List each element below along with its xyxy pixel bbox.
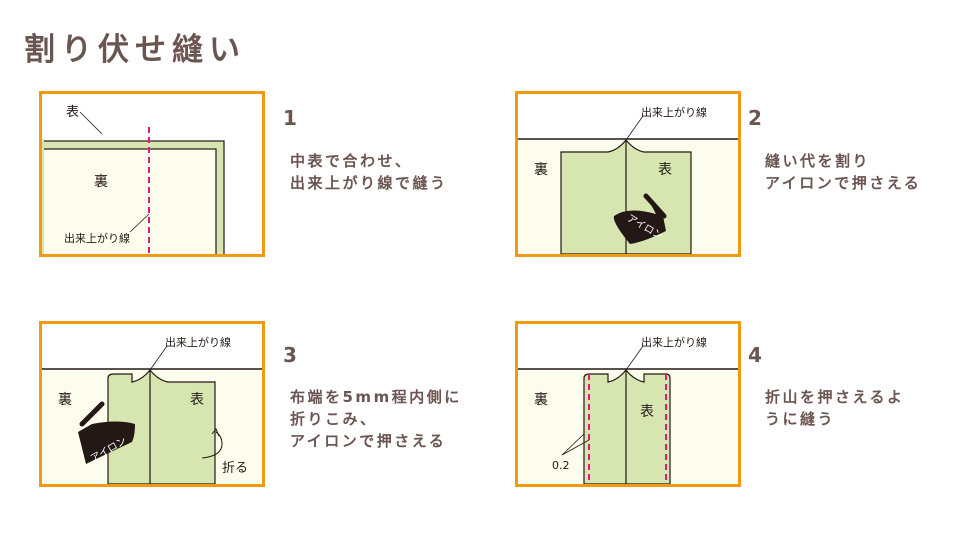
back-label: 裏 xyxy=(94,173,108,190)
back-label: 裏 xyxy=(58,391,72,408)
fold-label: 折る xyxy=(222,461,248,476)
step-1-text: 中表で合わせ、 出来上がり線で縫う xyxy=(290,152,448,192)
step-2-text: 縫い代を割り アイロンで押さえる xyxy=(765,152,922,192)
back-label: 裏 xyxy=(534,161,548,178)
step-1-diagram: 表 裏 出来上がり線 xyxy=(39,91,265,257)
seamline-label: 出来上がり線 xyxy=(165,335,231,349)
front-label: 表 xyxy=(66,105,79,120)
step-4-number: 4 xyxy=(748,343,762,367)
back-label: 裏 xyxy=(534,391,548,408)
front-label: 表 xyxy=(640,404,654,420)
step-4-text: 折山を押さえるよ うに縫う xyxy=(765,388,905,428)
page-title: 割り伏せ縫い xyxy=(24,32,246,68)
seamline-label: 出来上がり線 xyxy=(641,335,707,349)
seamline-label: 出来上がり線 xyxy=(64,231,130,245)
front-label: 表 xyxy=(658,162,672,178)
step-3-diagram: アイロン 出来上がり線 裏 表 折る xyxy=(39,321,265,487)
step-3-text: 布端を5mm程内側に 折りこみ、 アイロンで押さえる xyxy=(290,388,462,450)
iron-icon: アイロン xyxy=(613,193,667,244)
front-label: 表 xyxy=(190,392,204,408)
step-2-number: 2 xyxy=(748,106,762,130)
seamline-label: 出来上がり線 xyxy=(641,105,707,119)
step-1-number: 1 xyxy=(283,106,297,130)
measure-label: 0.2 xyxy=(552,459,570,472)
step-3-number: 3 xyxy=(283,343,297,367)
step-2-diagram: アイロン 出来上がり線 裏 表 xyxy=(515,91,741,257)
step-4-diagram: 出来上がり線 裏 表 0.2 xyxy=(515,321,741,487)
